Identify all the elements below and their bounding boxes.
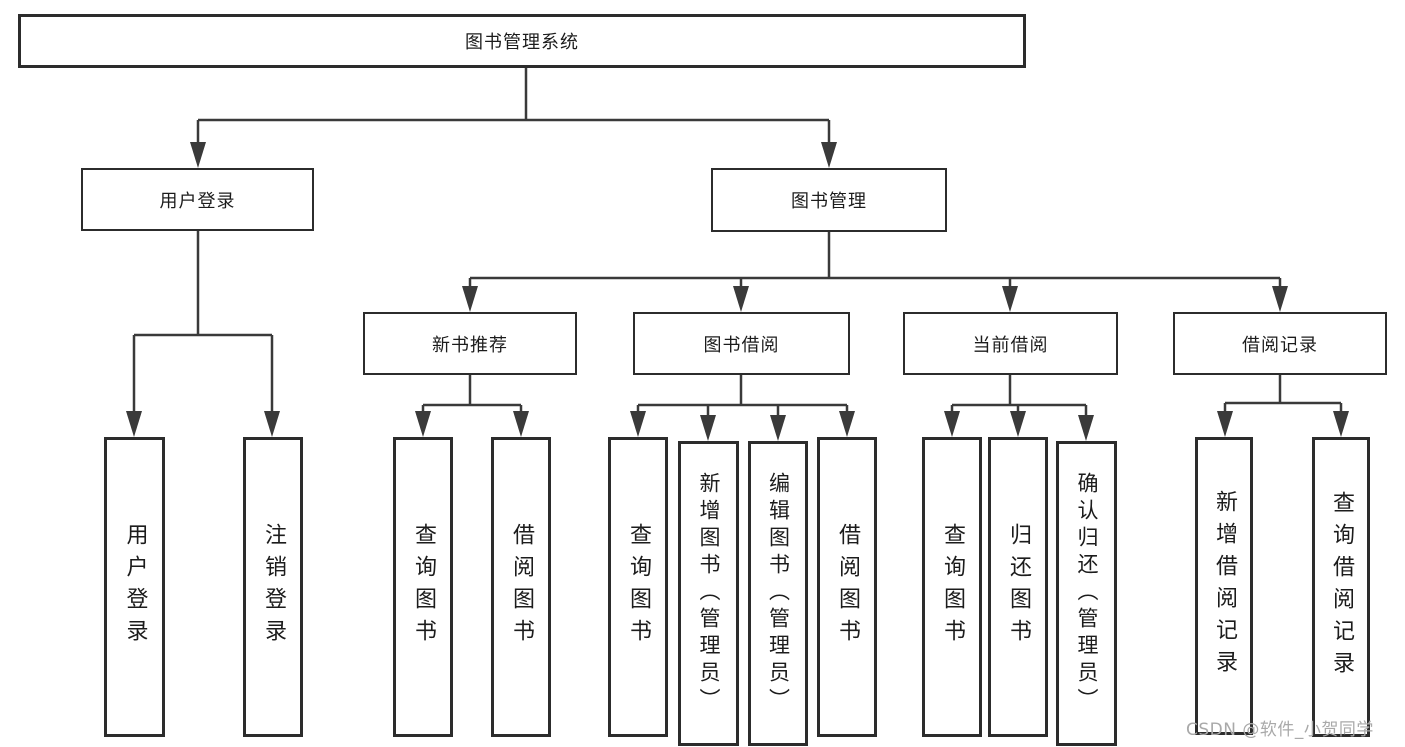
arrowhead-down [1272,286,1288,312]
connector-book-management-to-level3 [462,232,1288,312]
node-book-management: 图书管理 [711,168,947,232]
arrowhead-down [462,286,478,312]
arrowhead-down [264,411,280,437]
arrowhead-down [944,411,960,437]
arrowhead-down [1078,415,1094,441]
leaf-user-login: 用户登录 [104,437,165,737]
connector-new-book-children [415,375,529,437]
arrowhead-down [415,411,431,437]
node-borrow-records: 借阅记录 [1173,312,1387,375]
csdn-watermark: CSDN @软件_小贺同学 [1186,720,1374,740]
leaf-logout: 注销登录 [243,437,303,737]
arrowhead-down [821,142,837,168]
connector-borrow-records-children [1217,375,1349,437]
leaf-query-books-recommend: 查询图书 [393,437,453,737]
leaf-query-books-borrow: 查询图书 [608,437,668,737]
arrowhead-down [733,286,749,312]
connector-current-borrow-children [944,375,1094,441]
leaf-query-books-current: 查询图书 [922,437,982,737]
arrowhead-down [126,411,142,437]
leaf-query-borrow-record: 查询借阅记录 [1312,437,1370,737]
arrowhead-down [1333,411,1349,437]
arrowhead-down [1217,411,1233,437]
arrowhead-down [700,415,716,441]
arrowhead-down [1002,286,1018,312]
leaf-add-book-admin: 新增图书（管理员） [678,441,739,746]
leaf-return-book: 归还图书 [988,437,1048,737]
connector-user-login-children [126,231,280,437]
leaf-borrow-books-recommend: 借阅图书 [491,437,551,737]
arrowhead-down [770,415,786,441]
connector-root-to-level2 [190,68,837,168]
leaf-edit-book-admin: 编辑图书（管理员） [748,441,808,746]
arrowhead-down [513,411,529,437]
node-current-borrow: 当前借阅 [903,312,1118,375]
arrowhead-down [839,411,855,437]
arrowhead-down [190,142,206,168]
arrowhead-down [630,411,646,437]
arrowhead-down [1010,411,1026,437]
connector-book-borrow-children [630,375,855,441]
node-user-login: 用户登录 [81,168,314,231]
leaf-add-borrow-record: 新增借阅记录 [1195,437,1253,735]
node-root-system: 图书管理系统 [18,14,1026,68]
leaf-borrow-books: 借阅图书 [817,437,877,737]
leaf-confirm-return-admin: 确认归还（管理员） [1056,441,1117,746]
node-new-book-recommend: 新书推荐 [363,312,577,375]
node-book-borrow: 图书借阅 [633,312,850,375]
